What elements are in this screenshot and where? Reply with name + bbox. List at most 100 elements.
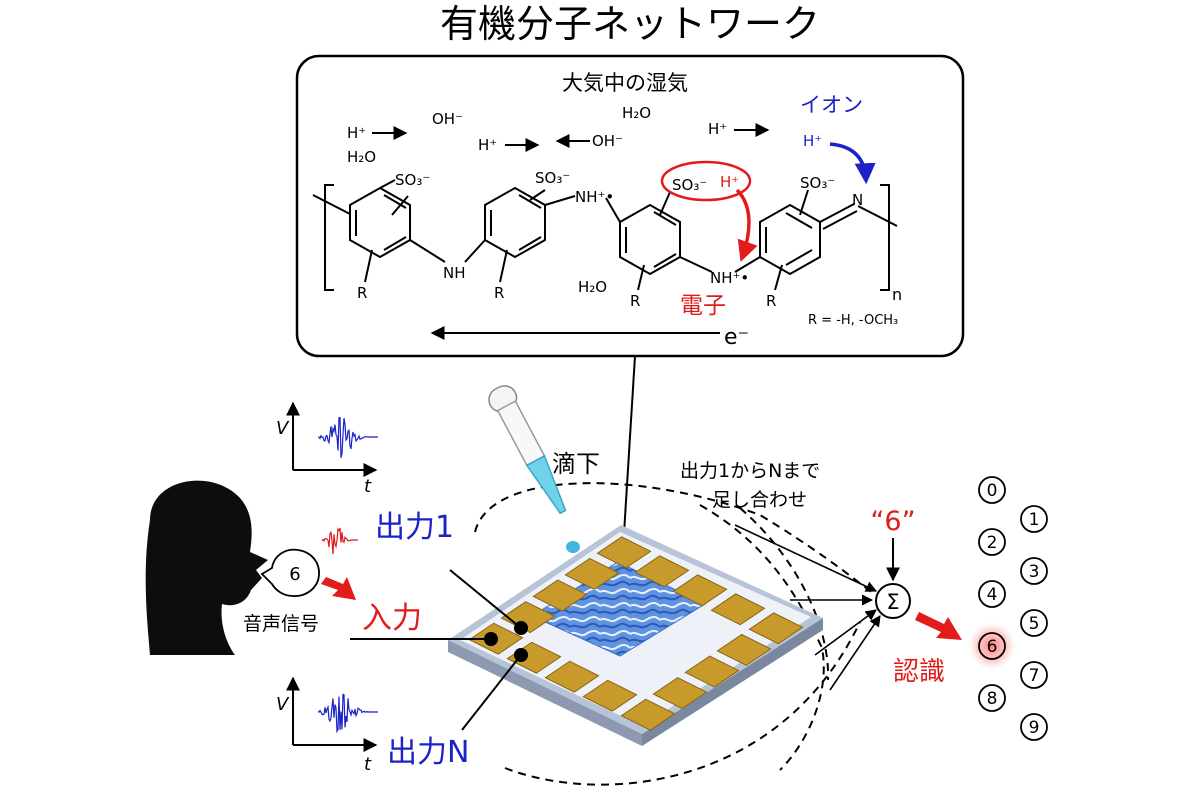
electrode-dot-3: [514, 648, 528, 662]
diagram-title: 有機分子ネットワーク: [440, 2, 820, 46]
voice-signal-label: 音声信号: [243, 613, 319, 635]
input-waveform: [321, 527, 358, 555]
r-label-2: R: [494, 284, 504, 302]
digit-highlight-glow: [966, 620, 1018, 672]
recognition-label: 認識: [893, 657, 945, 687]
electrode-pad: [564, 557, 620, 590]
digit-label-7: 7: [1029, 666, 1040, 686]
digit-label-4: 4: [987, 585, 998, 605]
electrode-pad: [620, 698, 676, 731]
n-subscript: n: [892, 285, 902, 304]
speaker-head-icon: [145, 480, 268, 655]
digit-circle-6: [978, 632, 1006, 660]
digit-label-8: 8: [987, 689, 998, 709]
species-h-plus-red: H⁺: [720, 173, 739, 191]
digit-circle-7: [1020, 661, 1048, 689]
sum-note-line1: 出力1からNまで: [680, 460, 820, 482]
electrode-pad: [596, 536, 652, 569]
species-h2o-2: H₂O: [622, 104, 651, 122]
electrode-pad: [716, 633, 772, 666]
output-electrodes: [350, 569, 528, 731]
electrode-pad: [532, 579, 588, 612]
axis-v-top: V: [276, 418, 290, 439]
result-quote: “6”: [870, 506, 915, 537]
summation-node: [875, 583, 911, 619]
electrode-pad: [500, 601, 556, 634]
dropper: [488, 385, 580, 553]
electrode-pad: [684, 655, 740, 688]
h2o-label-3: H₂O: [578, 278, 607, 296]
nh-radical-label-2: NH⁺•: [710, 269, 749, 287]
n-label: N: [852, 191, 863, 209]
digit-circle-4: [978, 580, 1006, 608]
sum-note-line2: 足し合わせ: [712, 489, 807, 511]
electrode-pad: [710, 593, 766, 626]
drop-label: 滴下: [552, 450, 600, 478]
waveform-bottom: [317, 693, 378, 734]
r-label-4: R: [766, 292, 776, 310]
species-h-plus-ion: H⁺: [803, 132, 822, 150]
electrode-pad: [672, 574, 728, 607]
digit-label-2: 2: [987, 533, 998, 553]
digit-label-3: 3: [1029, 562, 1040, 582]
waveform-top: [317, 416, 378, 458]
digit-label-9: 9: [1029, 718, 1040, 738]
species-oh-1: OH⁻: [432, 110, 463, 128]
summation-symbol: Σ: [886, 590, 899, 614]
waveform-plot-top: V t: [276, 401, 378, 497]
speech-digit: 6: [289, 564, 300, 585]
so3-label-1: SO₃⁻: [395, 171, 430, 189]
electrode-dot-2: [484, 632, 498, 646]
digit-circle-0: [978, 476, 1006, 504]
recognition-red-arrow: [915, 612, 962, 640]
output1-label: 出力1: [375, 510, 454, 545]
digit-circle-5: [1020, 609, 1048, 637]
proton-highlight-circle: [660, 160, 752, 202]
digit-circle-2: [978, 528, 1006, 556]
drop: [566, 541, 580, 553]
electrode-pad: [544, 660, 600, 693]
waveform-plot-bottom: V t: [276, 676, 378, 775]
humidity-heading: 大気中の湿気: [562, 71, 688, 95]
so3-label-3: SO₃⁻: [672, 176, 707, 194]
species-h-plus-1: H⁺: [347, 124, 366, 142]
species-oh-2: OH⁻: [592, 132, 623, 150]
digit-label-6: 6: [987, 637, 998, 657]
species-h2o-1: H₂O: [347, 148, 376, 166]
r-label-3: R: [630, 292, 640, 310]
nh-radical-label-1: NH⁺•: [575, 188, 614, 206]
electrode-pad: [582, 679, 638, 712]
axis-v-bottom: V: [276, 694, 290, 715]
speech-bubble: [260, 548, 320, 597]
output-connection-curves: [474, 482, 876, 786]
electrode-pad: [748, 612, 804, 645]
r-label-1: R: [357, 284, 367, 302]
species-h-plus-3: H⁺: [708, 120, 727, 138]
polymer-structure: [312, 179, 898, 291]
input-label: 入力: [362, 601, 422, 636]
input-red-arrow: [321, 577, 356, 600]
so3-label-4: SO₃⁻: [800, 174, 835, 192]
r-definition: R = -H, -OCH₃: [808, 313, 898, 328]
nh-label-1: NH: [443, 264, 466, 282]
axis-t-bottom: t: [364, 754, 372, 775]
electrode-dot-1: [514, 621, 528, 635]
molecule-box: 大気中の湿気 H⁺ H₂O OH⁻ H⁺ OH⁻ H₂O H⁺ イオン H⁺: [295, 54, 965, 358]
digit-circle-1: [1020, 505, 1048, 533]
electrode-pads: [468, 536, 804, 731]
electron-label: 電子: [680, 293, 726, 319]
electrode-pad: [634, 555, 690, 588]
digit-label-1: 1: [1029, 510, 1040, 530]
so3-label-2: SO₃⁻: [535, 169, 570, 187]
digit-circle-9: [1020, 713, 1048, 741]
electrode-pad: [652, 677, 708, 710]
electron-arrow: [735, 188, 758, 262]
digit-label-5: 5: [1029, 614, 1040, 634]
ion-arrow: [829, 142, 876, 185]
digit-circle-8: [978, 684, 1006, 712]
digit-circle-3: [1020, 557, 1048, 585]
species-h-plus-2: H⁺: [478, 136, 497, 154]
outputN-label: 出力N: [387, 735, 469, 770]
